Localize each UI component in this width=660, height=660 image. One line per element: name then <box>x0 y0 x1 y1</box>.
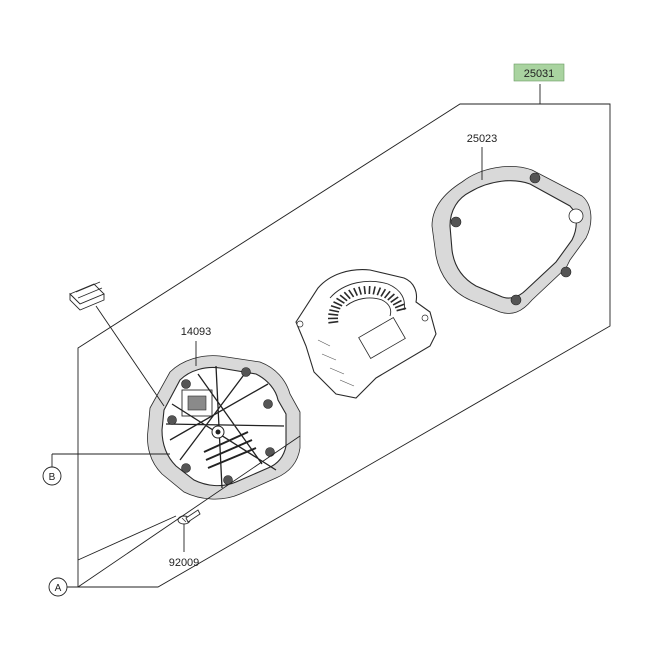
dial-tick <box>333 301 343 307</box>
screw-axis-line <box>77 515 177 561</box>
dial-tick <box>348 289 355 298</box>
bezel-part <box>431 166 592 314</box>
dial-tick <box>392 299 402 306</box>
dial-tick <box>372 286 376 295</box>
dial-tick <box>394 303 405 309</box>
assembly-label: 25031 <box>524 68 555 80</box>
dial-tick <box>376 287 382 296</box>
dial-tick <box>343 291 351 300</box>
grommet-leader <box>95 305 165 407</box>
dial-tick <box>336 297 345 304</box>
case-label: 14093 <box>181 326 212 338</box>
dial-tick <box>329 309 340 313</box>
screw-part <box>177 509 201 525</box>
dial-tick <box>396 307 407 312</box>
dial-tick <box>353 287 359 296</box>
callout-b-letter: B <box>49 472 56 483</box>
dial-tick <box>390 296 399 303</box>
callout-a-circle <box>48 577 68 597</box>
dial-tick <box>328 320 339 324</box>
bezel-label: 25023 <box>467 133 498 145</box>
dial-tick <box>380 288 387 297</box>
assembly-label-highlight <box>513 63 565 82</box>
dial-tick <box>363 286 366 295</box>
dial-tick <box>383 290 391 299</box>
dial-tick <box>330 305 341 310</box>
case-part <box>147 355 301 500</box>
grommet-part <box>69 281 105 311</box>
dial-panel-part <box>295 269 437 399</box>
dial-tick <box>328 313 339 316</box>
dial-tick <box>339 294 348 302</box>
dial-ticks <box>327 285 407 324</box>
screw-label: 92009 <box>169 557 200 569</box>
assembly-outline <box>77 103 611 588</box>
axis-line <box>77 435 301 588</box>
dial-tick <box>358 286 362 295</box>
dial-tick <box>387 293 395 301</box>
callout-a-letter: A <box>55 583 62 594</box>
